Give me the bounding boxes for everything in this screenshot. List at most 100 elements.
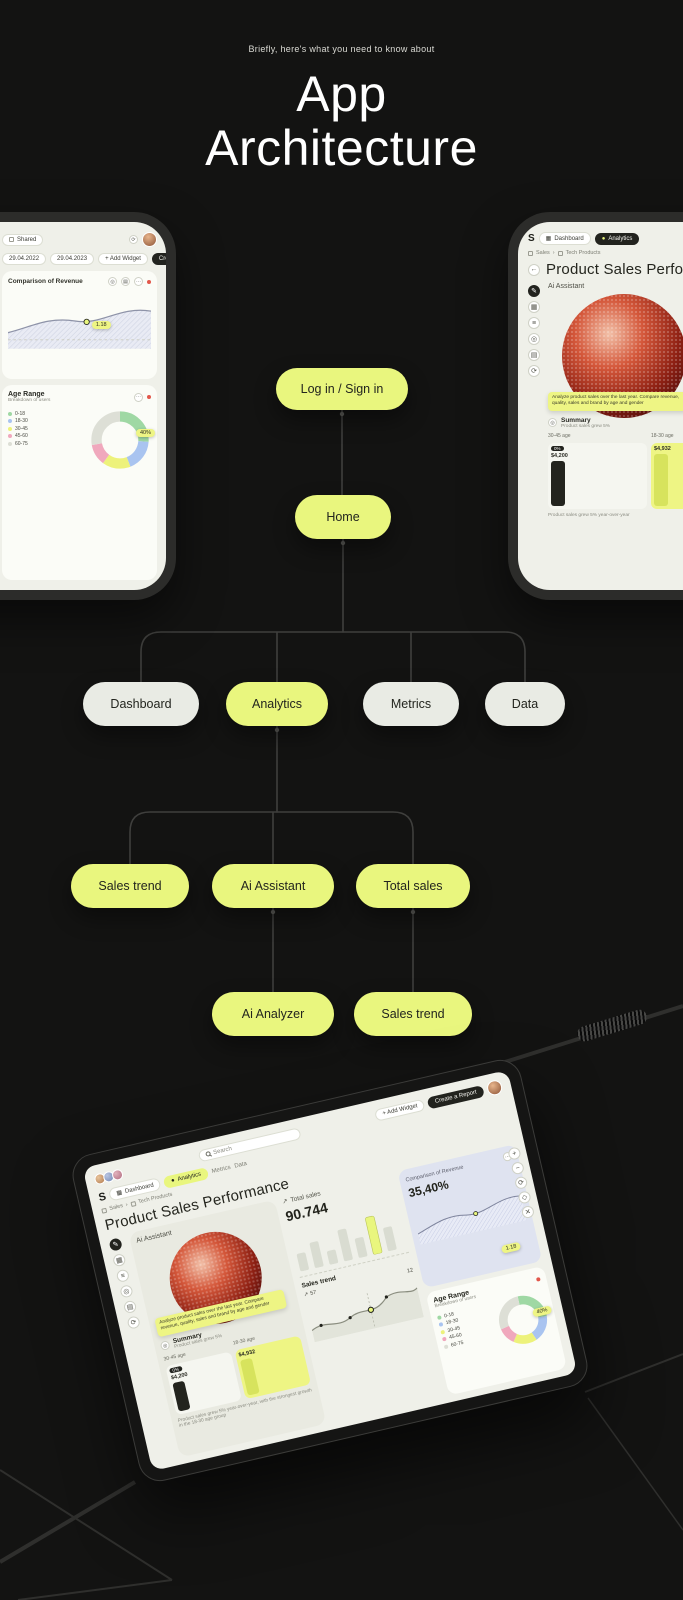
flow-node-data-label: Data xyxy=(511,697,539,711)
date-end-chip[interactable]: 29.04.2023 xyxy=(50,253,95,265)
flow-node-home-label: Home xyxy=(326,510,360,524)
chart-option-icon[interactable]: ⋯ xyxy=(134,277,143,286)
fit-button[interactable]: ◇ xyxy=(517,1190,532,1205)
target-tool-icon[interactable]: ◎ xyxy=(119,1284,134,1299)
flow-node-ai-analyzer[interactable]: Ai Analyzer xyxy=(212,992,334,1036)
legend-dot-icon xyxy=(441,1336,447,1342)
legend-dot-icon xyxy=(436,1314,442,1320)
edit-tool-icon[interactable]: ✎ xyxy=(528,285,540,297)
back-button[interactable]: ← xyxy=(528,263,540,276)
tab-analytics[interactable]: ● Analytics xyxy=(594,232,640,245)
breadcrumb-page[interactable]: Tech Products xyxy=(565,250,601,256)
flow-node-login[interactable]: Log in / Sign in xyxy=(276,368,408,410)
right-app-screen: S ▦ Dashboard ● Analytics Sales › Tech xyxy=(518,222,683,590)
tab-dashboard-label: Dashboard xyxy=(124,1182,155,1195)
rows-tool-icon[interactable]: ▤ xyxy=(122,1299,138,1315)
chart-marker-badge: 1.18 xyxy=(501,1241,522,1254)
ai-footnote: Product sales grew 5% year-over-year xyxy=(548,512,630,518)
refresh-tool-icon[interactable]: ⟳ xyxy=(528,365,540,377)
flow-node-sales-trend-2[interactable]: Sales trend xyxy=(354,992,472,1036)
sales-trend-line-chart xyxy=(311,1287,424,1343)
refresh-icon[interactable]: ⟳ xyxy=(129,235,138,244)
age-legend-item: 0-18 xyxy=(8,411,85,417)
flow-node-home[interactable]: Home xyxy=(295,495,391,539)
flow-node-total-sales[interactable]: Total sales xyxy=(356,864,470,908)
breadcrumb-section[interactable]: Sales xyxy=(536,250,550,256)
flow-node-login-label: Log in / Sign in xyxy=(300,382,384,396)
flow-node-total-sales-label: Total sales xyxy=(383,879,443,893)
chevron-icon: › xyxy=(552,250,555,256)
target-tool-icon[interactable]: ◎ xyxy=(528,333,540,345)
tablet-frame: Search + Add Widget Create a Report S ▦ … xyxy=(68,1055,592,1486)
ai-assistant-label: Ai Assistant xyxy=(548,283,585,290)
breadcrumb-section[interactable]: Sales xyxy=(108,1203,124,1212)
tab-dashboard-label: Dashboard xyxy=(554,235,584,242)
flow-node-metrics[interactable]: Metrics xyxy=(363,682,459,726)
record-dot-icon xyxy=(147,279,151,284)
age-legend-item: 30-45 xyxy=(8,426,85,432)
legend-dot-icon xyxy=(8,411,12,416)
comparison-card: Comparison of Revenue ⋯ 35,40% xyxy=(397,1144,543,1289)
zoom-in-button[interactable]: + xyxy=(507,1146,522,1161)
record-dot-icon xyxy=(535,1276,541,1282)
age-group-right-label: 18-30 age xyxy=(651,432,674,439)
user-avatar[interactable] xyxy=(142,232,157,247)
summary-icon: ◎ xyxy=(548,418,557,428)
flow-node-analytics[interactable]: Analytics xyxy=(226,682,328,726)
search-placeholder: Search xyxy=(212,1145,233,1156)
flow-node-data[interactable]: Data xyxy=(485,682,565,726)
refresh-button[interactable]: ⟳ xyxy=(513,1175,529,1190)
date-start-chip[interactable]: 29.04.2022 xyxy=(2,253,47,265)
add-widget-button[interactable]: + Add Widget xyxy=(98,253,148,265)
tab-data[interactable]: Data xyxy=(233,1160,248,1170)
zoom-out-button[interactable]: − xyxy=(510,1160,525,1176)
bar-value: $4,200 xyxy=(551,452,568,459)
summary-icon: ◎ xyxy=(159,1340,171,1352)
legend-dot-icon xyxy=(443,1343,449,1349)
user-avatar[interactable] xyxy=(485,1078,504,1097)
age-range-card: Age Range Breakdown of users xyxy=(425,1265,568,1396)
revenue-line-chart xyxy=(7,309,152,349)
flow-node-dashboard-label: Dashboard xyxy=(110,697,172,711)
card-menu-icon[interactable]: ⋯ xyxy=(134,392,143,402)
page-title-line1: App xyxy=(296,66,387,122)
revenue-card: Comparison of Revenue ◎ ▤ ⋯ xyxy=(2,271,157,379)
chart-marker-badge: 1.18 xyxy=(91,320,111,329)
chart-option-icon[interactable]: ▤ xyxy=(121,277,130,286)
rows-tool-icon[interactable]: ▤ xyxy=(528,349,540,361)
left-app-preview: Shared ⟳ 29.04.2022 29.04.2023 + Add Wid… xyxy=(0,212,176,600)
flow-node-metrics-label: Metrics xyxy=(390,697,432,711)
app-logo: S xyxy=(528,233,535,244)
grid-icon: ▦ xyxy=(545,236,552,242)
age-range-card: Age Range Breakdown of users ⋯ 0-18 xyxy=(2,385,157,580)
sales-bar-panel: $4,932 xyxy=(234,1335,312,1400)
age-donut-chart xyxy=(91,411,149,469)
menu-tool-icon[interactable]: ≡ xyxy=(115,1268,131,1283)
tablet-screen: Search + Add Widget Create a Report S ▦ … xyxy=(82,1069,578,1472)
chart-option-icon[interactable]: ◎ xyxy=(108,277,117,286)
grid-tool-icon[interactable]: ▦ xyxy=(112,1252,127,1268)
age-legend-item: 18-30 xyxy=(8,418,85,424)
grid-tool-icon[interactable]: ▦ xyxy=(528,301,540,313)
bar-dark xyxy=(551,460,565,506)
menu-tool-icon[interactable]: ≡ xyxy=(528,317,540,329)
shared-icon xyxy=(9,237,14,242)
revenue-card-title: Comparison of Revenue xyxy=(8,278,83,285)
shared-button[interactable]: Shared xyxy=(2,233,44,246)
age-legend-item: 45-60 xyxy=(8,433,85,439)
flow-node-ai-assistant[interactable]: Ai Assistant xyxy=(212,864,334,908)
flow-node-dashboard[interactable]: Dashboard xyxy=(83,682,199,726)
tab-analytics-label: Analytics xyxy=(176,1171,202,1183)
refresh-tool-icon[interactable]: ⟳ xyxy=(126,1315,141,1330)
tab-metrics[interactable]: Metrics xyxy=(211,1164,232,1175)
flow-node-ai-analyzer-label: Ai Analyzer xyxy=(241,1007,305,1021)
create-report-button[interactable]: Create a Report xyxy=(151,253,166,265)
sales-bar-chart xyxy=(296,1215,397,1272)
flow-node-sales-trend-1[interactable]: Sales trend xyxy=(71,864,189,908)
tab-dashboard[interactable]: ▦ Dashboard xyxy=(538,232,591,245)
close-button[interactable]: ✕ xyxy=(520,1204,536,1220)
record-dot-icon xyxy=(147,395,151,399)
edit-tool-icon[interactable]: ✎ xyxy=(108,1237,123,1252)
age-legend-label: 30-45 xyxy=(15,425,28,432)
flow-node-sales-trend-2-label: Sales trend xyxy=(381,1007,445,1021)
